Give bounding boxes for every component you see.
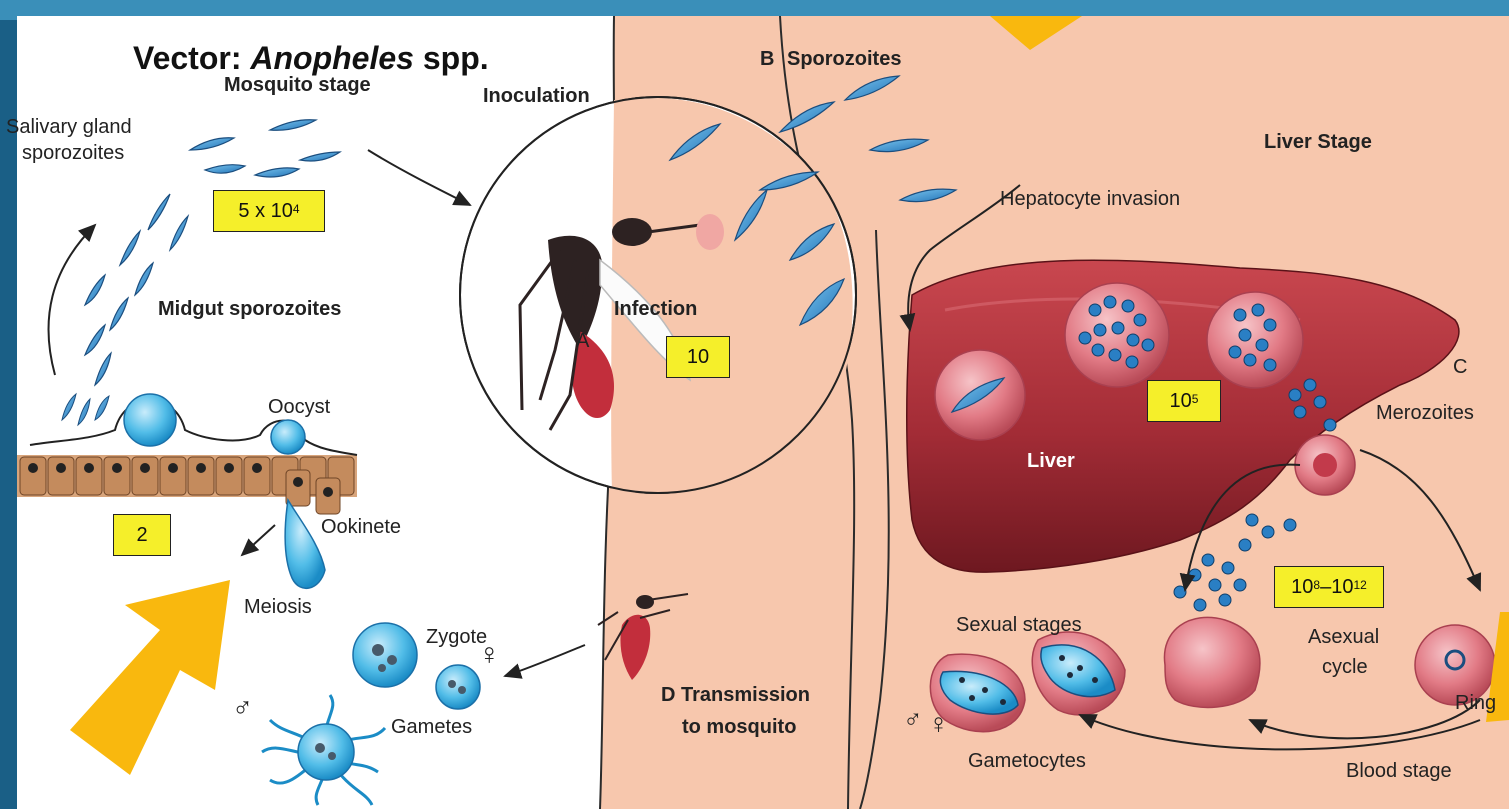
oocyst-count-box: 2 [113, 514, 171, 556]
midgut-sporozoites-label: Midgut sporozoites [158, 298, 341, 321]
transmission-label-line1: D Transmission [661, 684, 810, 707]
transmission-label-line2: to mosquito [682, 716, 796, 739]
oocyst-icon [124, 394, 176, 446]
liver-count-base: 10 [1170, 390, 1192, 413]
salivary-count-base: 5 x 10 [238, 200, 292, 223]
female-symbol: ♀ [478, 638, 501, 672]
merozoites-label: Merozoites [1376, 402, 1474, 425]
asexual-label-line2: cycle [1322, 656, 1368, 679]
mosquito-stage-label: Mosquito stage [224, 74, 371, 97]
sporozoites-letter: B [760, 48, 774, 71]
liver-stage-label: Liver Stage [1264, 131, 1372, 154]
blood-stage-label: Blood stage [1346, 760, 1452, 783]
ring-label: Ring [1455, 692, 1496, 715]
liver-label: Liver [1027, 450, 1075, 473]
inoculation-label: Inoculation [483, 85, 590, 108]
infection-count: 10 [687, 346, 709, 369]
oocyst-count: 2 [136, 524, 147, 547]
sexual-stages-label: Sexual stages [956, 614, 1082, 637]
blood-count-dash: – [1320, 576, 1331, 599]
zygote-icon [353, 623, 417, 687]
gametocyte-female-symbol: ♀ [928, 708, 949, 740]
infection-label: Infection [614, 298, 697, 321]
blood-count-b: 10 [1331, 576, 1353, 599]
sporozoites-label: Sporozoites [787, 48, 901, 71]
oocyst-label: Oocyst [268, 396, 330, 419]
blood-count-a-exp: 8 [1313, 578, 1320, 592]
asexual-label-line1: Asexual [1308, 626, 1379, 649]
merozoites-letter: C [1453, 356, 1467, 379]
diagram-title: Vector: Anopheles spp. [133, 40, 489, 77]
title-prefix: Vector: [133, 40, 250, 76]
female-gamete-icon [436, 665, 480, 709]
infection-count-box: 10 [666, 336, 730, 378]
hepatocyte-invasion-label: Hepatocyte invasion [1000, 188, 1180, 211]
gametes-label: Gametes [391, 716, 472, 739]
salivary-gland-label-line1: Salivary gland [6, 116, 132, 139]
blood-count-b-exp: 12 [1353, 578, 1366, 592]
bursting-schizont-icon [1164, 617, 1259, 707]
male-symbol: ♂ [232, 692, 253, 724]
gametocyte-male-symbol: ♂ [903, 704, 923, 735]
meiosis-label: Meiosis [244, 596, 312, 619]
salivary-gland-label-line2: sporozoites [22, 142, 124, 165]
ookinete-label: Ookinete [321, 516, 401, 539]
blood-count-a: 10 [1291, 576, 1313, 599]
salivary-count-exp: 4 [293, 202, 300, 216]
title-genus: Anopheles [250, 40, 414, 76]
infection-letter: A [576, 330, 589, 353]
gametocytes-label: Gametocytes [968, 750, 1086, 773]
liver-count-exp: 5 [1192, 392, 1199, 406]
title-suffix: spp. [414, 40, 489, 76]
